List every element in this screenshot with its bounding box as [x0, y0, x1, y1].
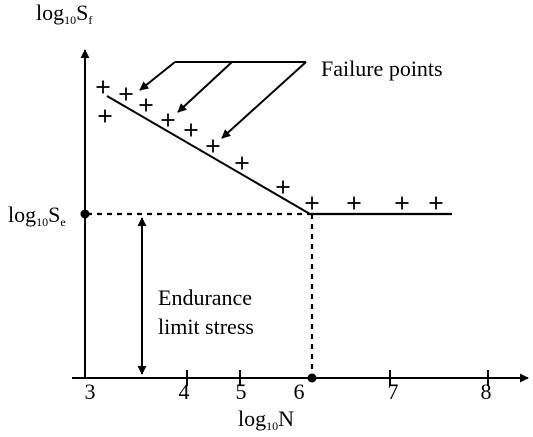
- tick-label-3: 3: [85, 379, 96, 404]
- failure-point-marker: [98, 109, 112, 123]
- failure-point-marker: [276, 180, 290, 194]
- y-axis-title: log10Sf: [36, 0, 92, 27]
- failure-point-marker: [96, 80, 110, 94]
- failure-point-marker: [184, 123, 198, 137]
- failure-point-marker: [395, 196, 409, 210]
- tick-label-7: 7: [388, 379, 399, 404]
- failure-arrow-2: [177, 61, 233, 113]
- failure-points-label: Failure points: [321, 56, 443, 81]
- tick-label-4: 4: [179, 379, 190, 404]
- endurance-text-line1: Endurance: [158, 285, 252, 310]
- failure-arrow-3: [221, 61, 307, 139]
- failure-point-marker: [206, 139, 220, 153]
- failure-point-markers: [96, 80, 443, 210]
- failure-point-marker: [347, 196, 361, 210]
- endurance-limit-label: log10Se: [8, 202, 66, 229]
- tick-label-8: 8: [481, 379, 492, 404]
- endurance-text-line2: limit stress: [158, 314, 254, 339]
- failure-point-marker: [161, 113, 175, 127]
- n6-axis-dot: [307, 373, 317, 383]
- failure-arrow-1: [139, 61, 176, 91]
- failure-point-marker: [429, 196, 443, 210]
- sn-sloped-line: [106, 95, 311, 215]
- failure-point-marker: [305, 196, 319, 210]
- tick-label-5: 5: [236, 379, 247, 404]
- se-axis-dot: [80, 209, 90, 219]
- failure-point-marker: [139, 98, 153, 112]
- failure-point-marker: [119, 87, 133, 101]
- failure-point-marker: [235, 156, 249, 170]
- x-axis-ticks: [186, 370, 489, 386]
- tick-label-6: 6: [294, 379, 305, 404]
- x-axis-title: log10N: [238, 406, 294, 433]
